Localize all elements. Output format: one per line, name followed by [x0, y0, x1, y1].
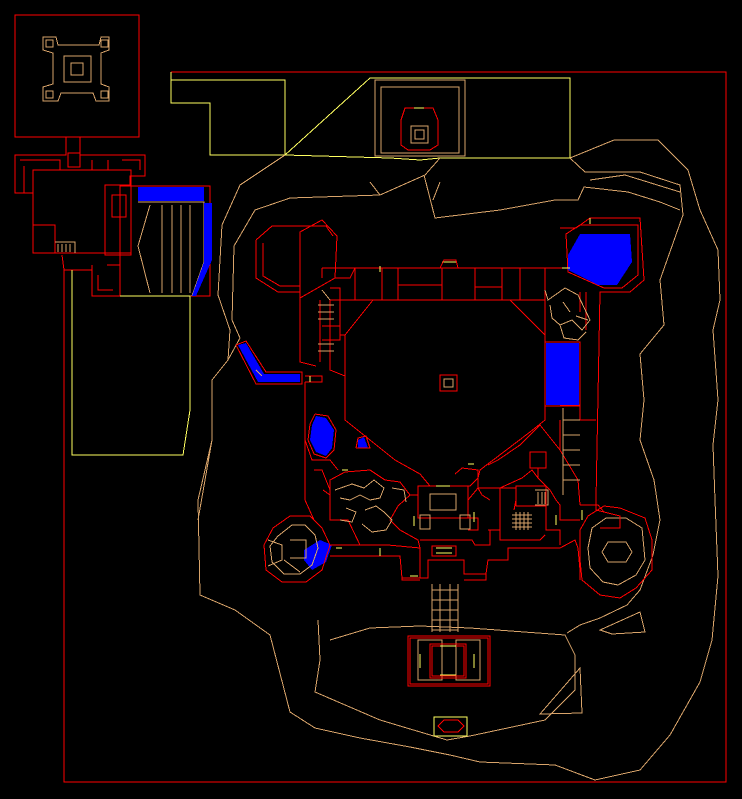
southwest-hex-tower — [263, 489, 421, 583]
ne-water-pool — [544, 234, 632, 341]
south-shrine — [407, 635, 491, 737]
west-corridors — [309, 218, 591, 382]
south-complex — [329, 424, 583, 581]
courtyard-center-marker — [439, 374, 458, 392]
east-water-pool — [544, 341, 581, 495]
south-gate-bridge — [431, 584, 459, 632]
north-altar — [283, 77, 571, 161]
northwest-tower — [14, 14, 140, 138]
outer-cave — [197, 139, 721, 781]
west-water-passage — [235, 340, 371, 570]
southeast-hex-tower — [579, 505, 653, 599]
outer-boundary — [63, 71, 727, 783]
northwest-gatehouse — [14, 137, 212, 297]
northwest-corridor — [71, 72, 286, 456]
